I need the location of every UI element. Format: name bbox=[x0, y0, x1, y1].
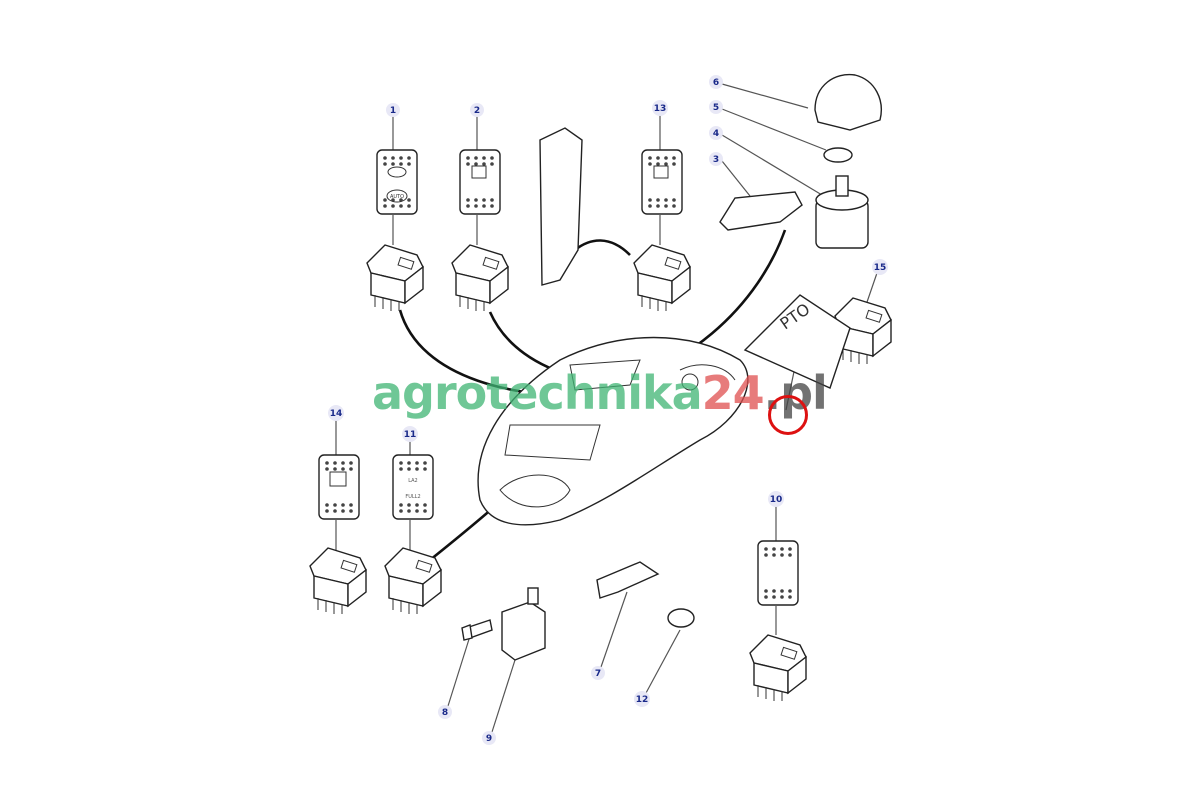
auto-text: AUTO bbox=[390, 194, 404, 200]
callout-5: 5 bbox=[709, 100, 723, 114]
switch-label-panel-13 bbox=[641, 149, 683, 215]
lift-bottom-text: FULL2 bbox=[405, 494, 420, 500]
rocker-switch-11 bbox=[384, 547, 442, 615]
rocker-switch-13 bbox=[633, 244, 691, 312]
retaining-ring bbox=[823, 147, 853, 163]
svg-text:13: 13 bbox=[654, 104, 667, 114]
switch-label-panel-10 bbox=[757, 540, 799, 606]
svg-text:4: 4 bbox=[713, 129, 719, 139]
callout-6: 6 bbox=[709, 75, 723, 89]
watermark: agrotechnika24.pl bbox=[372, 366, 828, 420]
plug bbox=[667, 608, 695, 628]
svg-text:5: 5 bbox=[713, 103, 719, 113]
switch-label-panel-2 bbox=[459, 149, 501, 215]
svg-text:15: 15 bbox=[874, 263, 887, 273]
rocker-switch-10 bbox=[749, 634, 807, 702]
switch-label-panel-1 bbox=[376, 149, 418, 215]
side-trim-cover bbox=[539, 127, 583, 286]
callout-3: 3 bbox=[709, 152, 723, 166]
svg-text:14: 14 bbox=[330, 409, 343, 419]
svg-text:2: 2 bbox=[474, 106, 480, 116]
rocker-switch-1 bbox=[366, 244, 424, 312]
callout-4: 4 bbox=[709, 126, 723, 140]
callout-1: 1 bbox=[386, 103, 400, 117]
svg-text:9: 9 bbox=[486, 734, 492, 744]
callout-14: 14 bbox=[328, 405, 344, 421]
svg-text:3: 3 bbox=[713, 155, 719, 165]
switch-label-panel-11 bbox=[392, 454, 434, 520]
callout-11: 11 bbox=[402, 426, 418, 442]
callout-15: 15 bbox=[872, 259, 888, 275]
svg-text:7: 7 bbox=[595, 669, 601, 679]
ignition-switch-body bbox=[815, 175, 869, 249]
callout-2: 2 bbox=[470, 103, 484, 117]
callout-13: 13 bbox=[652, 100, 668, 116]
callout-10: 10 bbox=[768, 491, 784, 507]
callout-9: 9 bbox=[482, 731, 496, 745]
svg-text:10: 10 bbox=[770, 495, 783, 505]
rocker-switch-14 bbox=[309, 547, 367, 615]
ignition-knob bbox=[814, 73, 882, 131]
watermark-ring-mark bbox=[768, 395, 808, 435]
svg-text:12: 12 bbox=[636, 695, 649, 705]
callout-labels: 1 2 13 6 5 4 3 15 14 11 10 8 9 7 12 bbox=[328, 75, 888, 745]
lift-top-text: LA2 bbox=[408, 478, 418, 484]
mounting-plate bbox=[719, 191, 803, 231]
bolt bbox=[461, 619, 493, 641]
blanking-cap bbox=[596, 561, 660, 599]
relay bbox=[501, 587, 546, 661]
svg-text:1: 1 bbox=[390, 106, 396, 116]
pto-decal: PTO bbox=[743, 294, 851, 389]
svg-text:6: 6 bbox=[713, 78, 719, 88]
svg-text:11: 11 bbox=[404, 430, 417, 440]
switch-label-panel-14 bbox=[318, 454, 360, 520]
rocker-switch-2 bbox=[451, 244, 509, 312]
callout-12: 12 bbox=[634, 691, 650, 707]
console-housing bbox=[477, 336, 749, 526]
callout-7: 7 bbox=[591, 666, 605, 680]
svg-text:8: 8 bbox=[442, 708, 448, 718]
callout-8: 8 bbox=[438, 705, 452, 719]
